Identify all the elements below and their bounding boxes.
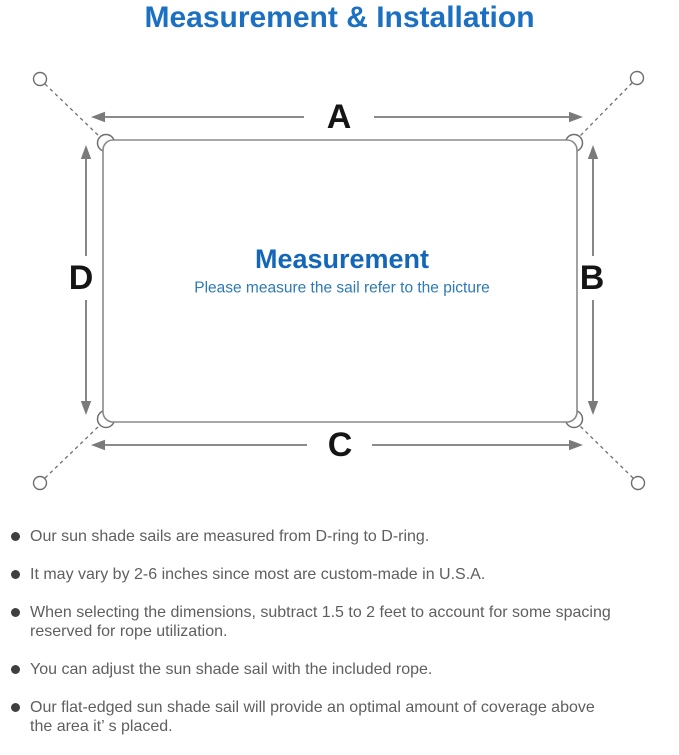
dimension-label-c: C xyxy=(328,426,353,464)
anchor-bottom-right-icon xyxy=(630,475,646,491)
list-item: Our sun shade sails are measured from D-… xyxy=(11,527,673,546)
arrowhead-up-icon xyxy=(80,145,92,159)
dimension-label-a: A xyxy=(327,98,352,136)
note-text-line: Our flat-edged sun shade sail will provi… xyxy=(30,699,595,716)
list-item: Our flat-edged sun shade sail will provi… xyxy=(11,698,673,736)
rope-top-left xyxy=(44,83,100,137)
rope-bottom-left xyxy=(44,425,100,479)
bullet-icon xyxy=(11,703,20,712)
arrowhead-left-icon xyxy=(91,111,105,123)
note-text-line: reserved for rope utilization. xyxy=(30,623,228,640)
bullet-icon xyxy=(11,665,20,674)
sail-rectangle xyxy=(102,139,578,423)
note-text-line: You can adjust the sun shade sail with t… xyxy=(30,661,433,678)
arrowhead-up-icon xyxy=(587,145,599,159)
arrowhead-down-icon xyxy=(80,401,92,415)
bullet-icon xyxy=(11,570,20,579)
anchor-top-left-icon xyxy=(32,71,48,87)
dimension-label-b: B xyxy=(580,259,605,297)
note-text: Our sun shade sails are measured from D-… xyxy=(30,527,429,546)
dimension-label-d: D xyxy=(69,259,94,297)
dimension-c-arrow xyxy=(91,439,583,451)
note-text-line: It may vary by 2-6 inches since most are… xyxy=(30,566,486,583)
rope-dashed-lines xyxy=(44,82,634,479)
note-text: You can adjust the sun shade sail with t… xyxy=(30,660,432,679)
dimension-b-arrow xyxy=(587,145,599,415)
diagram-center-subtitle: Please measure the sail refer to the pic… xyxy=(194,280,490,297)
arrowhead-right-icon xyxy=(569,439,583,451)
list-item: When selecting the dimensions, subtract … xyxy=(11,603,673,641)
anchor-top-right-icon xyxy=(629,70,645,86)
anchor-point-icons xyxy=(32,70,646,491)
notes-list: Our sun shade sails are measured from D-… xyxy=(11,527,673,755)
list-item: You can adjust the sun shade sail with t… xyxy=(11,660,673,679)
arrowhead-right-icon xyxy=(569,111,583,123)
note-text: It may vary by 2-6 inches since most are… xyxy=(30,565,485,584)
dimension-a-arrow xyxy=(91,111,583,123)
note-text-line: When selecting the dimensions, subtract … xyxy=(30,604,611,621)
note-text: Our flat-edged sun shade sail will provi… xyxy=(30,698,595,736)
note-text-line: the area it’ s placed. xyxy=(30,718,173,735)
bullet-icon xyxy=(11,608,20,617)
dimension-d-arrow xyxy=(80,145,92,415)
diagram-center-title: Measurement xyxy=(255,244,429,274)
rope-top-right xyxy=(579,82,633,137)
anchor-bottom-left-icon xyxy=(32,475,48,491)
measurement-diagram: A C D B Measurement Please measure the s… xyxy=(32,70,646,491)
page-title: Measurement & Installation xyxy=(144,1,535,34)
note-text: When selecting the dimensions, subtract … xyxy=(30,603,611,641)
rope-bottom-right xyxy=(579,425,634,479)
list-item: It may vary by 2-6 inches since most are… xyxy=(11,565,673,584)
arrowhead-down-icon xyxy=(587,401,599,415)
bullet-icon xyxy=(11,532,20,541)
arrowhead-left-icon xyxy=(91,439,105,451)
note-text-line: Our sun shade sails are measured from D-… xyxy=(30,528,430,545)
